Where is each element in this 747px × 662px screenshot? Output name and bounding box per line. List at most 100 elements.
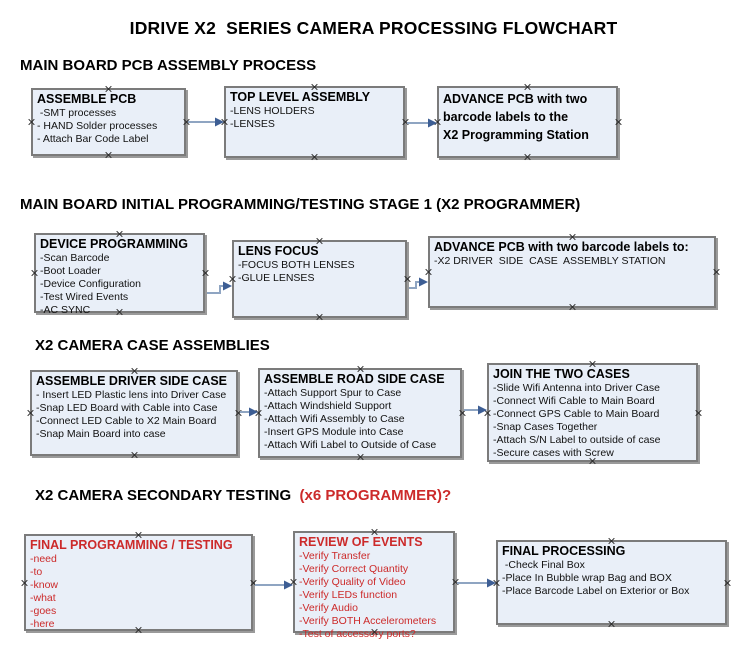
section-heading-initial-programming: MAIN BOARD INITIAL PROGRAMMING/TESTING S… xyxy=(20,196,581,213)
connection-point-icon xyxy=(311,153,319,161)
box-line: -what xyxy=(30,592,56,604)
connection-point-icon xyxy=(614,118,622,126)
flow-box-join-the-two-cases: JOIN THE TWO CASES -Slide Wifi Antenna i… xyxy=(487,363,698,462)
box-lines: -Attach Support Spur to Case-Attach Wind… xyxy=(264,387,457,452)
flow-box-lens-focus: LENS FOCUS -FOCUS BOTH LENSES-GLUE LENSE… xyxy=(232,240,407,318)
box-line: -Verify Audio xyxy=(299,602,358,614)
flow-box-assemble-road-side-case: ASSEMBLE ROAD SIDE CASE -Attach Support … xyxy=(258,368,462,458)
box-lines: -need-to-know-what-goes-here xyxy=(30,553,248,631)
box-line: -LENSES xyxy=(230,118,275,130)
box-line: -goes xyxy=(30,605,57,617)
box-line: -Slide Wifi Antenna into Driver Case xyxy=(493,382,660,394)
box-line: -Secure cases with Screw xyxy=(493,447,614,459)
box-line: -Attach Wifi Assembly to Case xyxy=(264,413,405,425)
flow-box-review-of-events: REVIEW OF EVENTS -Verify Transfer-Verify… xyxy=(293,531,455,640)
box-line: -Check Final Box xyxy=(502,559,585,571)
flow-box-assemble-pcb: ASSEMBLE PCB -SMT processes- HAND Solder… xyxy=(31,88,186,156)
box-line: -Verify Correct Quantity xyxy=(299,563,409,575)
connection-point-icon xyxy=(130,451,138,459)
flow-arrow xyxy=(407,118,437,128)
box-line: - HAND Solder processes xyxy=(37,120,158,132)
section-heading-pcb-assembly: MAIN BOARD PCB ASSEMBLY PROCESS xyxy=(20,57,317,74)
box-line: -Attach Wifi Label to Outside of Case xyxy=(264,439,437,451)
box-title: ASSEMBLE DRIVER SIDE CASE xyxy=(36,374,228,388)
box-title: ASSEMBLE ROAD SIDE CASE xyxy=(264,372,445,386)
box-line: -Place In Bubble wrap Bag and BOX xyxy=(502,572,672,584)
flow-box-advance-pcb-programming-station: ADVANCE PCB with two barcode labels to t… xyxy=(437,86,618,158)
connection-point-icon xyxy=(26,409,34,417)
page-title: IDRIVE X2 SERIES CAMERA PROCESSING FLOWC… xyxy=(129,18,618,38)
connection-point-icon xyxy=(20,579,28,587)
box-lines: -Check Final Box-Place In Bubble wrap Ba… xyxy=(502,559,722,598)
box-title: DEVICE PROGRAMMING xyxy=(40,237,188,251)
box-line: -know xyxy=(30,579,59,591)
section-heading-case-assemblies: X2 CAMERA CASE ASSEMBLIES xyxy=(35,337,270,354)
box-line: -AC SYNC xyxy=(40,304,91,316)
flow-arrow xyxy=(464,405,487,415)
box-lines: -Slide Wifi Antenna into Driver Case-Con… xyxy=(493,382,693,460)
connection-point-icon xyxy=(712,268,720,276)
box-line: -Verify LEDs function xyxy=(299,589,398,601)
flow-box-top-level-assembly: TOP LEVEL ASSEMBLY -LENS HOLDERS-LENSES xyxy=(224,86,405,158)
box-lines: -SMT processes- HAND Solder processes- A… xyxy=(37,107,181,146)
box-line: -FOCUS BOTH LENSES xyxy=(238,259,355,271)
box-line: -GLUE LENSES xyxy=(238,272,315,284)
connection-point-icon xyxy=(316,313,324,321)
box-line: -Test Wired Events xyxy=(40,291,129,303)
flow-arrow xyxy=(255,580,293,590)
connection-point-icon xyxy=(694,409,702,417)
box-line: - Insert LED Plastic lens into Driver Ca… xyxy=(36,389,227,401)
box-line: -Attach S/N Label to outside of case xyxy=(493,434,661,446)
box-line: -Verify BOTH Accelerometers xyxy=(299,615,437,627)
flow-arrow xyxy=(409,277,428,289)
connection-point-icon xyxy=(105,151,113,159)
box-lines: -Scan Barcode-Boot Loader-Device Configu… xyxy=(40,252,200,317)
flow-box-assemble-driver-side-case: ASSEMBLE DRIVER SIDE CASE - Insert LED P… xyxy=(30,370,238,456)
box-title: TOP LEVEL ASSEMBLY xyxy=(230,90,371,104)
box-line: -here xyxy=(30,618,55,630)
box-line: -Verify Quality of Video xyxy=(299,576,406,588)
flow-arrow xyxy=(240,407,258,417)
box-title: ASSEMBLE PCB xyxy=(37,92,137,106)
box-title: FINAL PROGRAMMING / TESTING xyxy=(30,538,233,552)
box-line: -Connect GPS Cable to Main Board xyxy=(493,408,660,420)
box-line: -Snap LED Board with Cable into Case xyxy=(36,402,218,414)
box-line: -need xyxy=(30,553,57,565)
box-line: -to xyxy=(30,566,43,578)
connection-point-icon xyxy=(201,269,209,277)
connection-point-icon xyxy=(356,453,364,461)
box-line: -Connect LED Cable to X2 Main Board xyxy=(36,415,217,427)
box-line: -SMT processes xyxy=(37,107,117,119)
flow-box-device-programming: DEVICE PROGRAMMING -Scan Barcode-Boot Lo… xyxy=(34,233,205,316)
box-line: -Boot Loader xyxy=(40,265,101,277)
flow-box-advance-pcb-driver-side-station: ADVANCE PCB with two barcode labels to: … xyxy=(428,236,716,308)
box-lines: - Insert LED Plastic lens into Driver Ca… xyxy=(36,389,233,441)
box-line: -Connect Wifi Cable to Main Board xyxy=(493,395,655,407)
box-line: -Insert GPS Module into Case xyxy=(264,426,404,438)
box-line: -LENS HOLDERS xyxy=(230,105,315,117)
connection-point-icon xyxy=(568,303,576,311)
box-lines: -FOCUS BOTH LENSES-GLUE LENSES xyxy=(238,259,402,285)
connection-point-icon xyxy=(30,269,38,277)
box-line: - Attach Bar Code Label xyxy=(37,133,149,145)
flow-arrow xyxy=(188,117,224,127)
box-line: -Device Configuration xyxy=(40,278,141,290)
box-line: -Test of accessory ports? xyxy=(299,628,416,640)
flow-box-final-programming-testing: FINAL PROGRAMMING / TESTING -need-to-kno… xyxy=(24,534,253,631)
connection-point-icon xyxy=(608,620,616,628)
box-title: ADVANCE PCB with two barcode labels to t… xyxy=(443,92,589,142)
box-line: -Verify Transfer xyxy=(299,550,371,562)
box-lines: -LENS HOLDERS-LENSES xyxy=(230,105,400,131)
box-title: JOIN THE TWO CASES xyxy=(493,367,630,381)
connection-point-icon xyxy=(723,579,731,587)
box-line: -X2 DRIVER SIDE CASE ASSEMBLY STATION xyxy=(434,255,666,267)
box-title: LENS FOCUS xyxy=(238,244,319,258)
heading-red-part: (x6 PROGRAMMER)? xyxy=(299,487,452,504)
box-lines: -X2 DRIVER SIDE CASE ASSEMBLY STATION xyxy=(434,255,711,268)
box-title: FINAL PROCESSING xyxy=(502,544,626,558)
box-line: -Snap Cases Together xyxy=(493,421,598,433)
box-line: -Snap Main Board into case xyxy=(36,428,166,440)
connection-point-icon xyxy=(27,118,35,126)
box-line: -Place Barcode Label on Exterior or Box xyxy=(502,585,690,597)
